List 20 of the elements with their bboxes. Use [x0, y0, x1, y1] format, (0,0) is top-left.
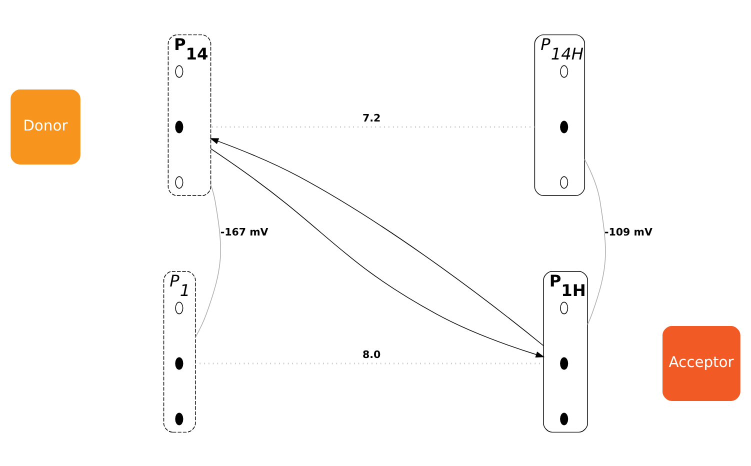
node-circle: [560, 64, 568, 78]
node-dot: [175, 356, 184, 370]
edge-label: 7.2: [362, 112, 381, 124]
edge-label: -167 mV: [220, 226, 268, 238]
node-circle: [175, 176, 184, 188]
node-dot: [560, 120, 568, 133]
connector: [584, 158, 606, 324]
node-box: Donor: [10, 89, 80, 164]
node-circle: [560, 301, 568, 314]
edge-label: 8.0: [362, 348, 381, 360]
node-circle: [175, 64, 184, 78]
node-dot: [560, 356, 568, 370]
edge-label: -109 mV: [604, 226, 652, 238]
node-dot: [175, 412, 184, 425]
node-dot: [560, 412, 568, 425]
node-dot: [175, 120, 184, 133]
node-box: Acceptor: [662, 326, 740, 400]
node-circle: [560, 176, 568, 188]
node-circle: [175, 301, 184, 314]
connector: [195, 184, 221, 338]
